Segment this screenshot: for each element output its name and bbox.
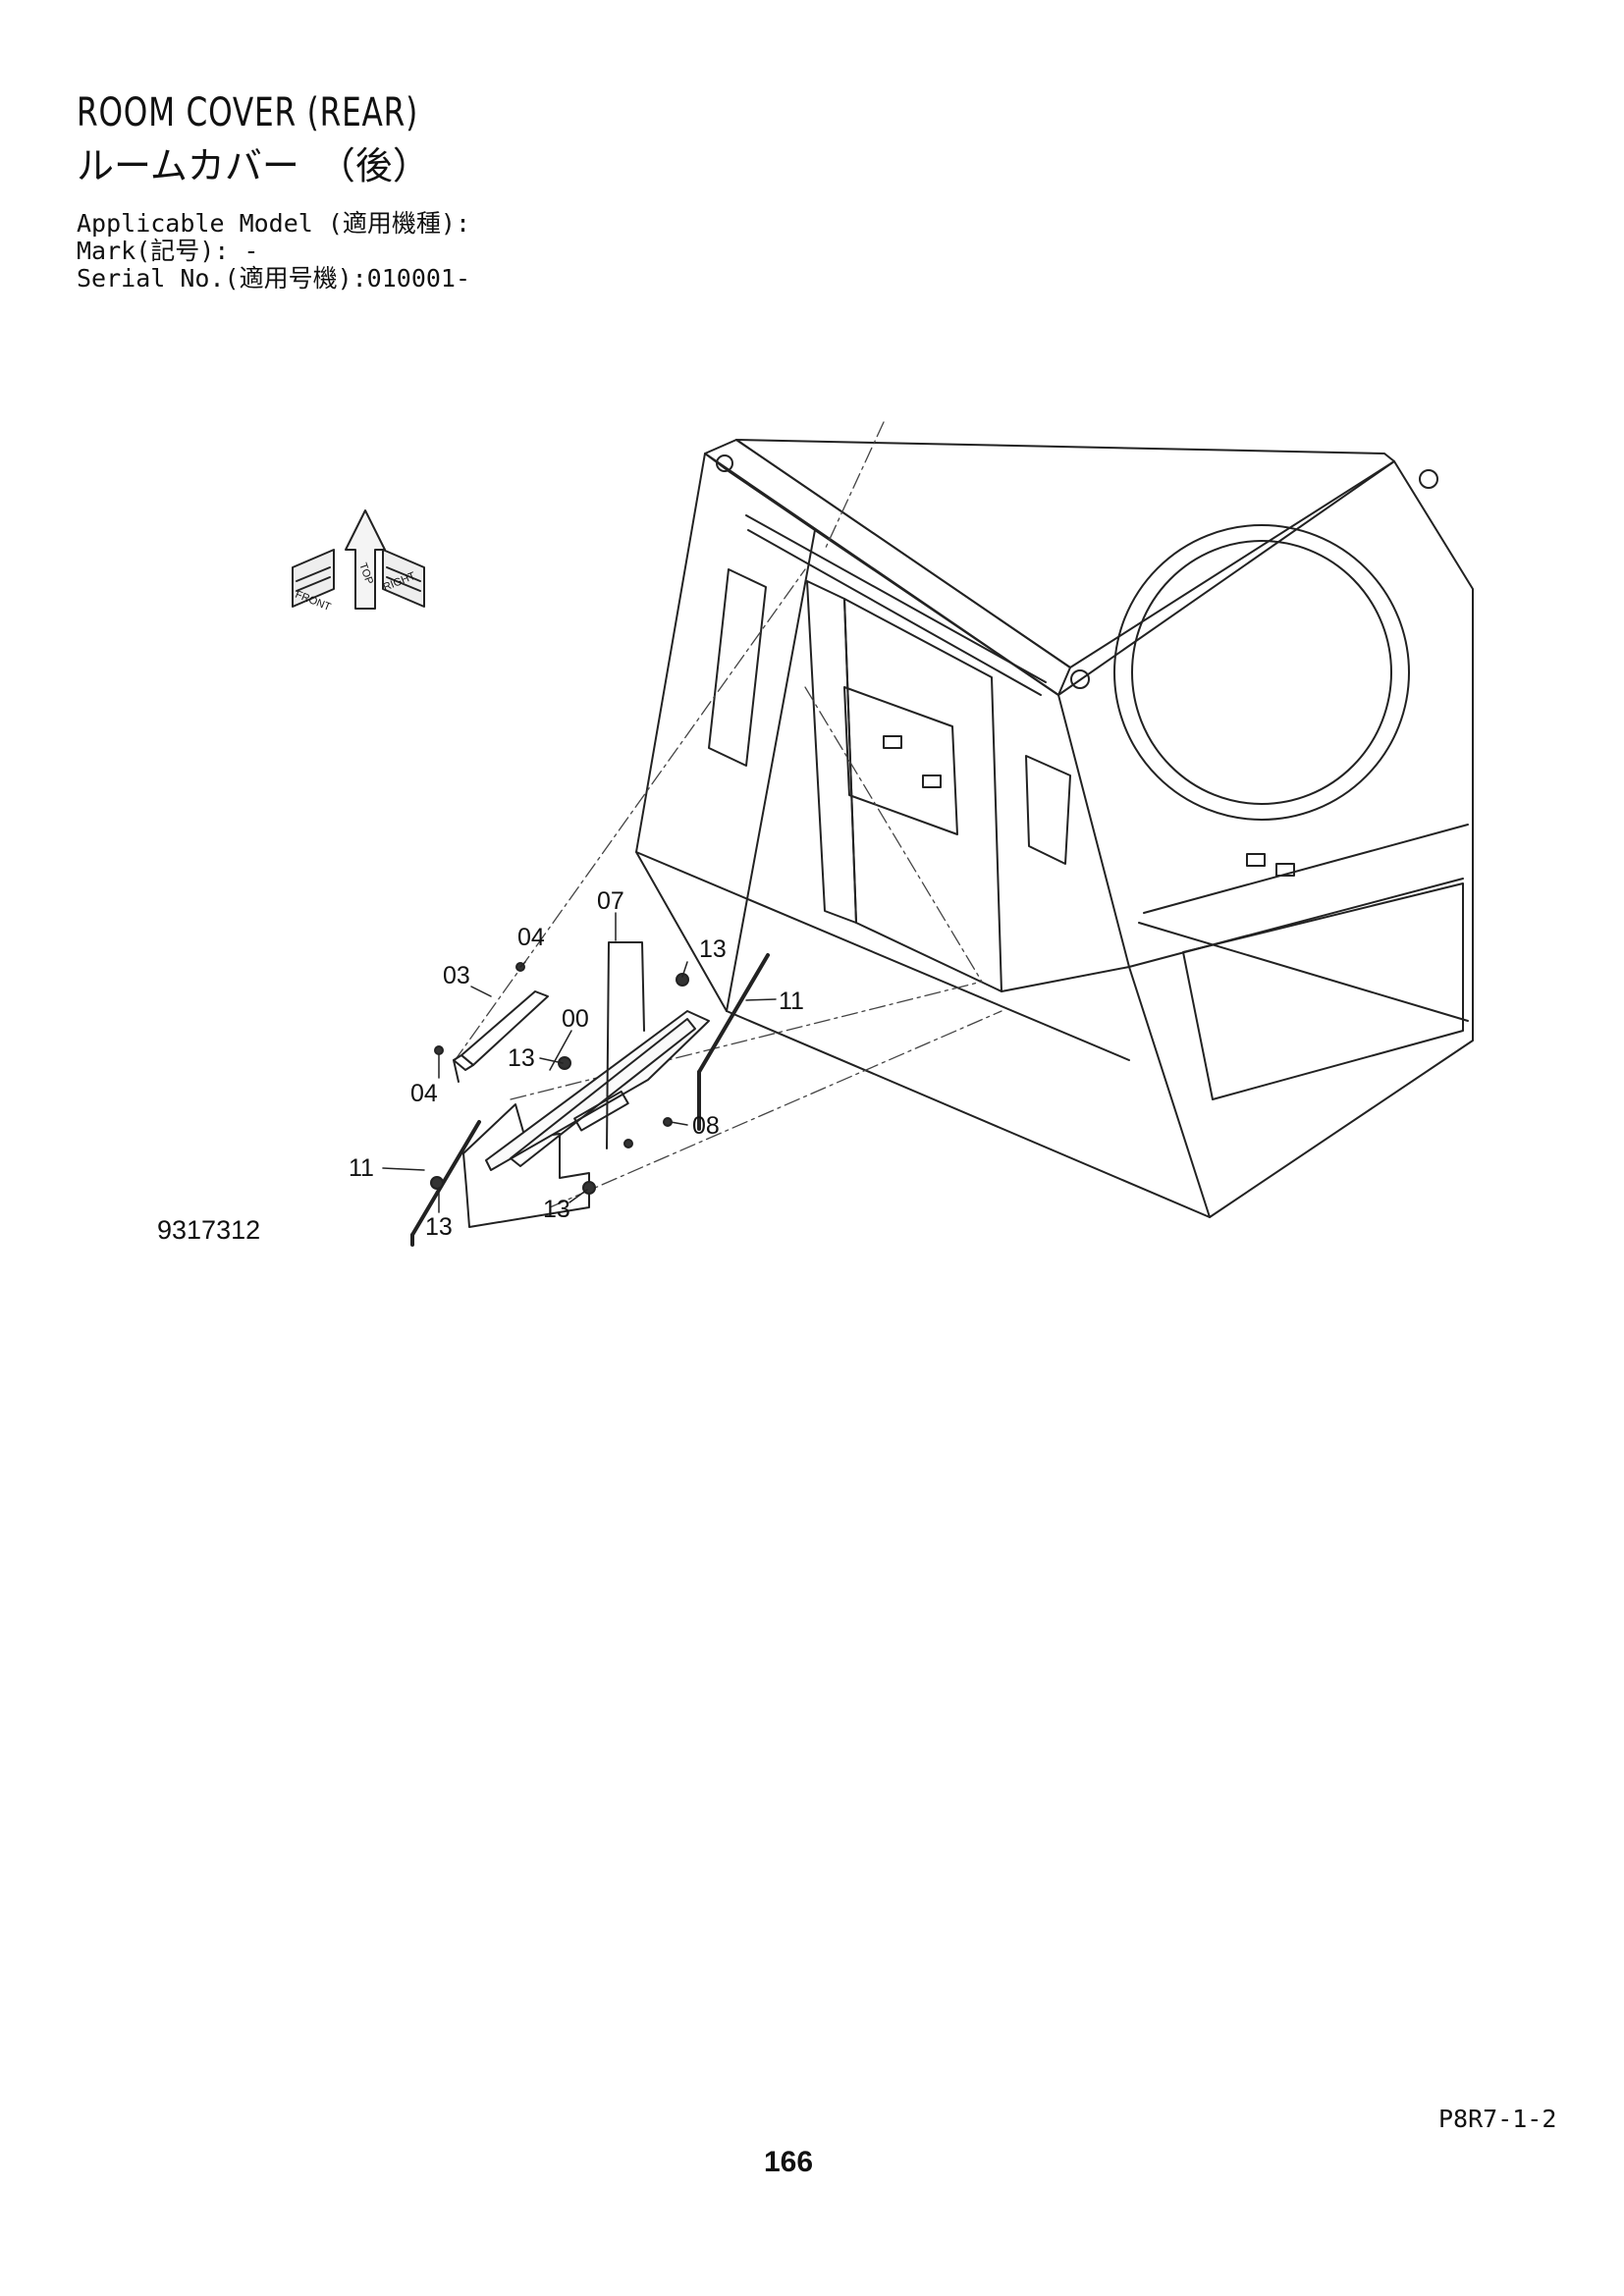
title-japanese: ルームカバー （後） bbox=[77, 144, 430, 187]
callout-13-top: 13 bbox=[699, 935, 727, 963]
applicable-model: Applicable Model (適用機種): bbox=[77, 209, 471, 238]
weather-strip-11 bbox=[410, 953, 770, 1247]
page-number: 166 bbox=[764, 2146, 814, 2178]
guide-lines bbox=[453, 421, 1002, 1208]
fasteners bbox=[430, 962, 689, 1195]
callouts: 07 04 13 03 11 00 13 04 08 11 13 13 bbox=[349, 887, 804, 1241]
callout-08: 08 bbox=[692, 1112, 720, 1140]
cab-frame bbox=[635, 439, 1474, 1218]
drawing-code: 9317312 bbox=[157, 1215, 261, 1245]
seal-07 bbox=[606, 941, 645, 1149]
callout-13-bottom-right: 13 bbox=[543, 1196, 570, 1223]
cover-panel-00 bbox=[462, 1010, 710, 1228]
leader-lines bbox=[382, 912, 777, 1213]
callout-00: 00 bbox=[562, 1005, 589, 1033]
callout-04-bottom: 04 bbox=[410, 1080, 438, 1107]
cover-plate-03 bbox=[453, 990, 549, 1083]
page-code: P8R7-1-2 bbox=[1438, 2105, 1557, 2133]
callout-13-bottom-left: 13 bbox=[425, 1213, 453, 1241]
orientation-icon: FRONT RIGHT TOP bbox=[292, 509, 425, 614]
callout-11-right: 11 bbox=[779, 988, 804, 1015]
callout-13-middle: 13 bbox=[508, 1044, 535, 1072]
serial-number: Serial No.(適用号機):010001- bbox=[77, 264, 471, 293]
callout-03: 03 bbox=[443, 962, 470, 989]
mark: Mark(記号): - bbox=[77, 237, 259, 265]
callout-11-left: 11 bbox=[349, 1154, 374, 1182]
callout-07: 07 bbox=[597, 887, 624, 915]
title-english: ROOM COVER (REAR) bbox=[77, 90, 419, 135]
callout-04-top: 04 bbox=[517, 924, 545, 951]
